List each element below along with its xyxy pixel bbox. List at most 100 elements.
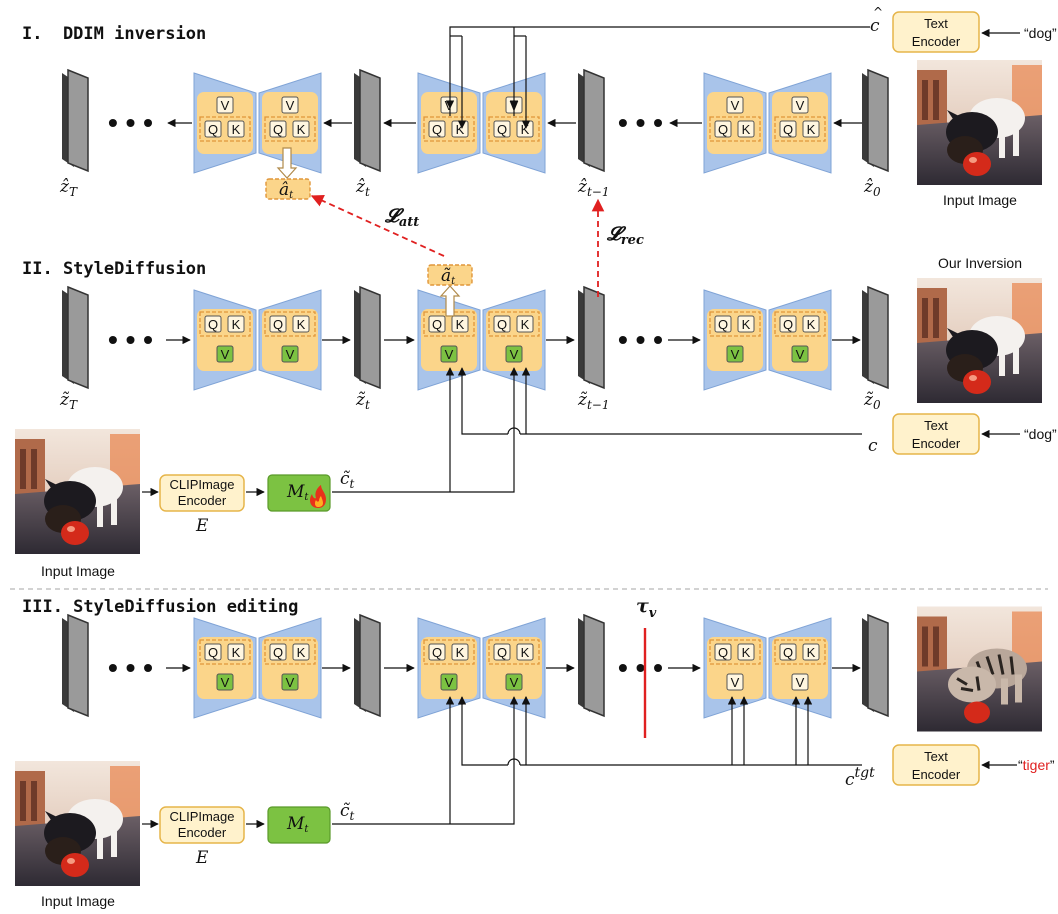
prompt-tiger: “tiger” — [1018, 757, 1055, 773]
clip-encoder-2-line2: Encoder — [178, 493, 227, 508]
unet-row3-b-encoder-v-token — [440, 673, 458, 691]
prompt-dog-2: “dog” — [1024, 426, 1057, 442]
unet-row1-c-decoder-q-token-label: Q — [783, 122, 793, 137]
input-image-caption-1: Input Image — [943, 192, 1017, 208]
unet-row1-a-encoder-k-token-label: K — [232, 122, 241, 137]
unet-row1-c-decoder-k-token — [802, 120, 820, 138]
unet-row1-b-encoder-attention-block — [421, 92, 477, 154]
unet-row2-a-encoder-qk-group — [199, 311, 251, 337]
input-image-dog-2 — [15, 429, 140, 554]
unet-row3-c-decoder-q-token-label: Q — [783, 645, 793, 660]
unet-row3-c-encoder-k-token-label: K — [742, 645, 751, 660]
unet-row1-b-encoder-v-token-label: V — [445, 98, 454, 113]
cond-lines-row3 — [461, 697, 862, 766]
unet-row3-b-encoder-q-token — [428, 643, 446, 661]
unet-row1-a-decoder-k-token-label: K — [297, 122, 306, 137]
unet-row3-c-decoder-q-token — [779, 643, 797, 661]
cond-c-label-2: c — [868, 436, 878, 456]
text-encoder-1-line2: Encoder — [912, 34, 961, 49]
unet-row3-a-decoder-qk-group — [264, 639, 316, 665]
unet-row3-c-encoder-q-token — [714, 643, 732, 661]
unet-row3-c-encoder-v-token-label: V — [731, 675, 740, 690]
unet-row1-a-encoder-k-token — [227, 120, 245, 138]
ellipsis-row1-mid: • • • — [618, 107, 663, 138]
unet-row2-a-decoder-k-token — [292, 315, 310, 333]
unet-row2-c-encoder-k-token-label: K — [742, 317, 751, 332]
unet-row2-c-decoder-q-token — [779, 315, 797, 333]
unet-row1-a-encoder-attention-block — [197, 92, 253, 154]
unet-row2-c-decoder-v-token-label: V — [796, 347, 805, 362]
latent-edit-t-minus-1 — [583, 613, 605, 718]
unet-row1-a-decoder-v-token-label: V — [286, 98, 295, 113]
attention-extract-arrow-2 — [439, 285, 461, 317]
unet-row1-b-encoder-k-token-label: K — [456, 122, 465, 137]
unet-row2-c-encoder-q-token — [714, 315, 732, 333]
text-encoder-2-line2: Encoder — [912, 436, 961, 451]
unet-row1-c-encoder-v-token — [726, 96, 744, 114]
unet-row1-b-encoder-qk-group — [423, 116, 475, 142]
clip-encoder-3-line2: Encoder — [178, 825, 227, 840]
unet-row3-a-decoder-q-token-label: Q — [273, 645, 283, 660]
attention-loss-label: 𝓛att — [384, 205, 419, 230]
text-encoder-3-line2: Encoder — [912, 767, 961, 782]
unet-row1-c-decoder-k-token-label: K — [807, 122, 816, 137]
unet-row3-c-decoder-qk-group — [774, 639, 826, 665]
attention-map-atilde-t — [427, 264, 473, 286]
unet-row2-a-encoder-q-token-label: Q — [208, 317, 218, 332]
unet-row1-b-encoder-q-token — [428, 120, 446, 138]
ellipsis-row3-mid: • • • — [618, 652, 663, 683]
latent-label-ztilde-0: z̃0 — [863, 390, 881, 412]
unet-row1-a-encoder-qk-group — [199, 116, 251, 142]
cond-c-hat-accent: ^ — [873, 5, 883, 19]
unet-row1-b-decoder-q-token-label: Q — [497, 122, 507, 137]
prompt-dog-1: “dog” — [1024, 25, 1057, 41]
unet-row3-a-encoder-q-token — [204, 643, 222, 661]
unet-row3-c-decoder-v-token — [791, 673, 809, 691]
text-encoder-1-line1: Text — [924, 16, 948, 31]
unet-row3-b-decoder-q-token-label: Q — [497, 645, 507, 660]
unet-row1-c-encoder-k-token — [737, 120, 755, 138]
edited-image-tiger — [917, 606, 1042, 732]
text-encoder-3-line1: Text — [924, 749, 948, 764]
unet-row2-b-decoder-q-token-label: Q — [497, 317, 507, 332]
unet-row3-c-encoder-v-token — [726, 673, 744, 691]
unet-row3-c-encoder-q-token-label: Q — [718, 645, 728, 660]
unet-row1-c-decoder-q-token — [779, 120, 797, 138]
unet-row3-b-encoder-qk-group — [423, 639, 475, 665]
latent-ztilde-0 — [867, 285, 889, 390]
input-image-caption-3: Input Image — [41, 893, 115, 909]
ellipsis-row2-left: • • • — [108, 324, 153, 355]
unet-row1-a-encoder-q-token — [204, 120, 222, 138]
mapper-box-3 — [267, 806, 331, 844]
latent-edit-t — [359, 613, 381, 718]
unet-row3-b-decoder-k-token-label: K — [521, 645, 530, 660]
ellipsis-row1-left: • • • — [108, 107, 153, 138]
latent-label-zhat-t-minus-1: ẑt−1 — [577, 177, 609, 199]
unet-row3-b-decoder-qk-group — [488, 639, 540, 665]
unet-row2-c-encoder-k-token — [737, 315, 755, 333]
unet-row2-c-decoder-k-token-label: K — [807, 317, 816, 332]
unet-row2-b-decoder-v-token-label: V — [510, 347, 519, 362]
unet-row1-b-decoder-k-token-label: K — [521, 122, 530, 137]
unet-row1-c-decoder-attention-block — [772, 92, 828, 154]
unet-row2-a-encoder-k-token-label: K — [232, 317, 241, 332]
unet-row1-a-decoder-q-token-label: Q — [273, 122, 283, 137]
attention-map-ahat-label: ât — [279, 180, 294, 201]
clip-encoder-2-line1: CLIPImage — [169, 477, 234, 492]
unet-row2-c-decoder-qk-group — [774, 311, 826, 337]
text-encoder-box-1 — [892, 11, 980, 53]
unet-row1-c-encoder-k-token-label: K — [742, 122, 751, 137]
unet-row2-a-encoder-k-token — [227, 315, 245, 333]
cond-c-tgt-label: ctgt — [845, 765, 875, 790]
unet-row1-a-decoder-q-token — [269, 120, 287, 138]
attention-map-ahat-t — [265, 178, 311, 200]
unet-row2-a-decoder-q-token-label: Q — [273, 317, 283, 332]
unet-row3-c-decoder-v-token-label: V — [796, 675, 805, 690]
unet-row3-b-decoder-v-token — [505, 673, 523, 691]
unet-row1-a-encoder-q-token-label: Q — [208, 122, 218, 137]
latent-label-zhat-0: ẑ0 — [863, 177, 881, 199]
unet-row3-a-decoder-v-token-label: V — [286, 675, 295, 690]
unet-row2-a-decoder-qk-group — [264, 311, 316, 337]
unet-row3-a-encoder-k-token-label: K — [232, 645, 241, 660]
